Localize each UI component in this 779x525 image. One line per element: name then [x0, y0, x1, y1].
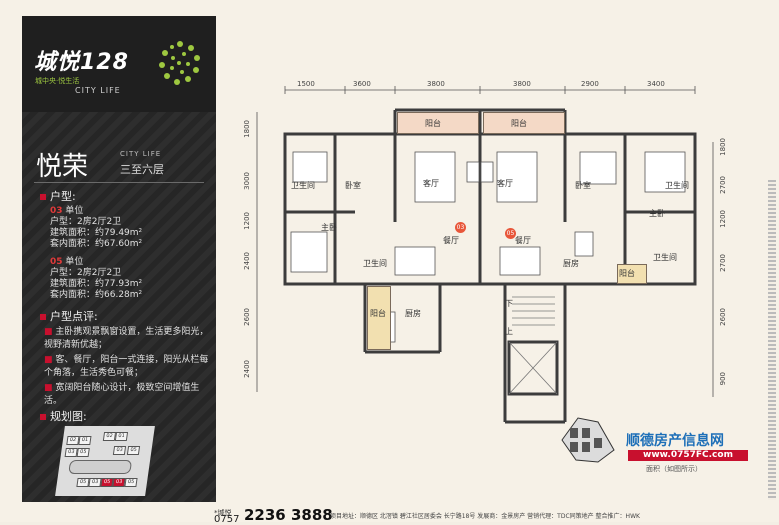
- stairs-down-label: 下: [505, 299, 513, 308]
- dim-left: 2600: [243, 308, 251, 326]
- room-balcony: 阳台: [511, 119, 527, 128]
- balcony-lower-right: [617, 264, 647, 284]
- dim-right: 2700: [719, 254, 727, 272]
- section-floors: 三至六层: [120, 163, 164, 176]
- balcony-lower-left: [367, 286, 391, 350]
- watermark-logo-icon: [561, 417, 615, 463]
- dim-left: 1800: [243, 120, 251, 138]
- unit-03-no: 03: [50, 206, 63, 216]
- heading-marker: [40, 194, 46, 200]
- site-building: 01: [114, 432, 129, 441]
- site-plan-heading-label: 规划图:: [50, 410, 87, 423]
- dim-right: 1200: [719, 210, 727, 228]
- unit-05-label: 单位: [65, 257, 84, 267]
- dim-top: 3800: [513, 80, 531, 88]
- unit-03-type: 户型：2房2厅2卫: [50, 217, 122, 227]
- dim-right: 900: [719, 372, 727, 386]
- room-bedroom: 卧室: [345, 181, 361, 190]
- dim-top: 3800: [427, 80, 445, 88]
- dim-top: 3600: [353, 80, 371, 88]
- unit-03-label: 单位: [65, 206, 84, 216]
- dim-left: 3000: [243, 172, 251, 190]
- room-dining: 餐厅: [443, 236, 459, 245]
- dim-left: 2400: [243, 360, 251, 378]
- site-building: 05: [124, 478, 138, 487]
- phone-label: *城悦: [214, 509, 232, 517]
- plan-lines: [256, 86, 714, 424]
- unit-05-type: 户型：2房2厅2卫: [50, 268, 122, 278]
- dim-right: 2700: [719, 176, 727, 194]
- room-balcony: 阳台: [619, 269, 635, 278]
- logo-swirl-icon: [159, 41, 200, 85]
- unit-03-area: 建筑面积：约79.49m²: [50, 228, 143, 238]
- room-balcony: 阳台: [425, 119, 441, 128]
- site-pool: [68, 460, 133, 474]
- sidebar: 城悦128 城中央·悦生活 CITY LIFE 悦荣 CITY LIFE 三至六…: [22, 16, 216, 502]
- heading-marker: [40, 314, 46, 320]
- site-building: 05: [76, 448, 90, 457]
- area-note: 面积（如图所示）: [646, 465, 702, 473]
- unit-05-header: 05 单位: [50, 257, 83, 268]
- site-plan-heading: 规划图:: [40, 408, 87, 424]
- phone-number: 2236 3888: [244, 506, 333, 524]
- unit-05-marker: 05: [505, 228, 516, 239]
- unit-type-heading: 户型:: [40, 188, 76, 204]
- room-living: 客厅: [497, 179, 513, 188]
- site-building: 01: [78, 436, 92, 445]
- site-building: 05: [126, 446, 141, 455]
- floor-plan: 1500 3600 3800 3800 2900 3400 1800 3000 …: [235, 72, 775, 502]
- unit-05-area: 建筑面积：约77.93m²: [50, 279, 143, 289]
- unit-type-heading-label: 户型:: [50, 190, 76, 203]
- brand-name: 城悦128: [34, 50, 129, 75]
- phone-prefix: 0757: [214, 514, 240, 525]
- room-kitchen: 厨房: [563, 259, 579, 268]
- stairs-up-label: 上: [505, 327, 513, 336]
- section-title: 悦荣: [36, 152, 89, 182]
- balcony-top-right: [483, 112, 565, 134]
- review-item: ■ 主卧携观景飘窗设置，生活更多阳光，视野清新优越；: [44, 327, 209, 350]
- room-bathroom: 卫生间: [653, 253, 677, 262]
- dim-top: 1500: [297, 80, 315, 88]
- brand-en: CITY LIFE: [75, 86, 121, 95]
- dim-left: 1200: [243, 212, 251, 230]
- review-heading-label: 户型点评:: [50, 310, 98, 323]
- review-item: ■ 宽阔阳台随心设计，极致空间增值生活。: [44, 383, 200, 406]
- unit-03-inner: 套内面积：约67.60m²: [50, 239, 143, 249]
- section-en: CITY LIFE: [120, 150, 162, 158]
- balcony-top-left: [397, 112, 479, 134]
- room-dining: 餐厅: [515, 236, 531, 245]
- unit-03-header: 03 单位: [50, 206, 83, 217]
- edge-fine-print: [768, 180, 776, 500]
- review-list: ■ 主卧携观景飘窗设置，生活更多阳光，视野清新优越； ■ 客、餐厅，阳台一式连接…: [44, 326, 212, 410]
- unit-05-no: 05: [50, 257, 63, 267]
- room-kitchen: 厨房: [405, 309, 421, 318]
- site-building: 03: [112, 446, 127, 455]
- room-living: 客厅: [423, 179, 439, 188]
- divider: [34, 182, 204, 183]
- review-item: ■ 客、餐厅，阳台一式连接，阳光从栏每个角落，生活秀色可餐；: [44, 355, 209, 378]
- footer-address: 项目地址：顺德区 北滘镇 碧江社区居委会 长宁路18号 发展商：金景房产 营销代…: [330, 513, 640, 520]
- room-bedroom: 卧室: [575, 181, 591, 190]
- heading-marker: [40, 414, 46, 420]
- dim-left: 2400: [243, 252, 251, 270]
- watermark-text: 顺德房产信息网: [626, 433, 724, 449]
- unit-03-marker: 03: [455, 222, 466, 233]
- room-bathroom: 卫生间: [363, 259, 387, 268]
- dim-right: 2600: [719, 308, 727, 326]
- room-master: 主卧: [649, 209, 665, 218]
- dim-right: 1800: [719, 138, 727, 156]
- site-plan-map: 02 01 02 01 03 05 03 05 05 03 05 03 05: [55, 426, 155, 496]
- logo-box: 城悦128 城中央·悦生活 CITY LIFE: [22, 16, 216, 112]
- watermark-url: www.0757FC.com: [628, 450, 748, 461]
- dim-top: 2900: [581, 80, 599, 88]
- room-bathroom: 卫生间: [665, 181, 689, 190]
- brand-sub: 城中央·悦生活: [35, 77, 80, 85]
- room-master: 主卧: [321, 223, 337, 232]
- room-bathroom: 卫生间: [291, 181, 315, 190]
- room-balcony: 阳台: [370, 309, 386, 318]
- unit-05-inner: 套内面积：约66.28m²: [50, 290, 143, 300]
- review-heading: 户型点评:: [40, 308, 98, 324]
- dim-top: 3400: [647, 80, 665, 88]
